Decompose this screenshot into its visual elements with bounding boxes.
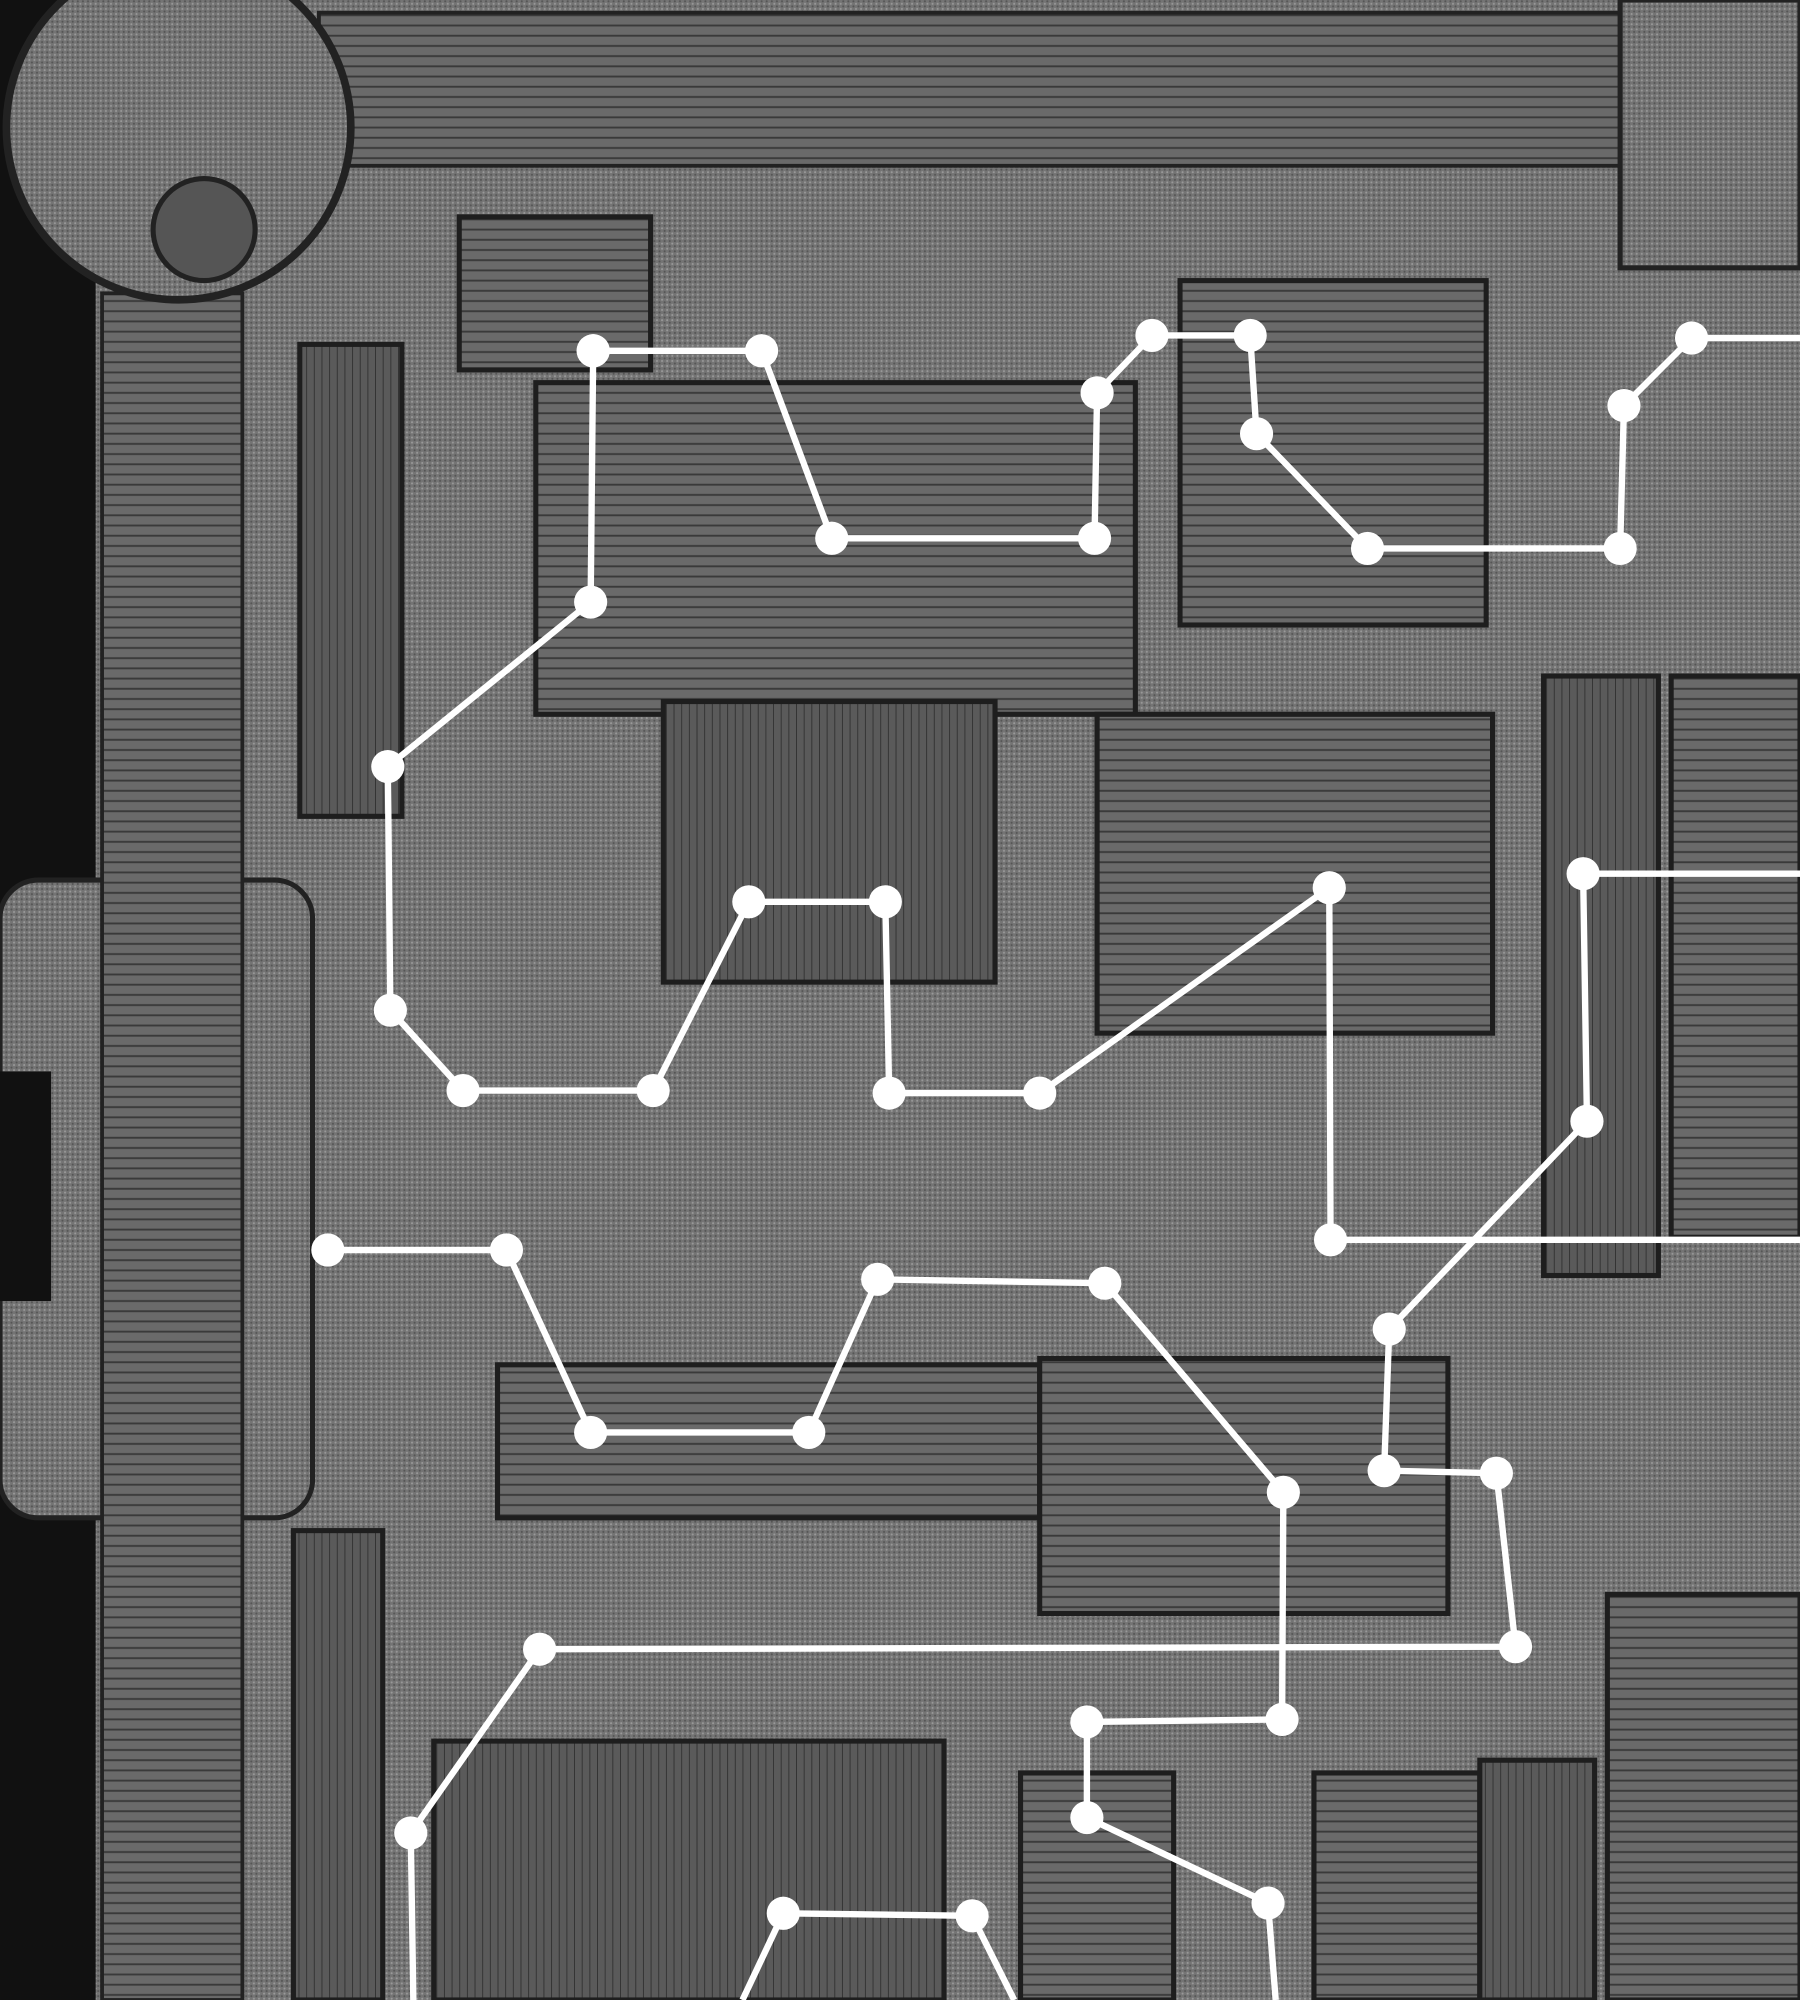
route-node (1603, 531, 1637, 566)
round-tower (2, 0, 355, 304)
route-node (636, 1073, 670, 1108)
building (431, 1738, 947, 2000)
route-node (955, 1899, 989, 1933)
route-node (815, 521, 849, 555)
route-node (574, 1415, 608, 1449)
route-line (407, 870, 1800, 2000)
route-node (1080, 376, 1114, 410)
route-node (1265, 1702, 1299, 1736)
building (1541, 673, 1661, 1279)
north-wall (317, 10, 1635, 168)
route-node (868, 885, 902, 919)
building (660, 698, 998, 985)
route-node (1313, 1223, 1348, 1257)
route-node (872, 1076, 906, 1110)
route-node (861, 1262, 895, 1296)
route-node (1566, 857, 1600, 891)
route-node (792, 1415, 826, 1449)
route-node (745, 334, 779, 368)
route-node (732, 885, 766, 919)
route-node (1607, 389, 1641, 423)
route-node (1077, 521, 1112, 555)
route-node (446, 1073, 480, 1108)
building (1668, 673, 1800, 1240)
route-node (311, 1233, 345, 1267)
west-wall (100, 291, 245, 2000)
route-node (1479, 1456, 1513, 1490)
building (1604, 1591, 1800, 2000)
route-line (327, 1246, 1287, 2000)
route-node (1367, 1454, 1401, 1488)
building (290, 1528, 386, 2000)
route-node (1070, 1801, 1104, 1835)
route-node (576, 334, 610, 368)
route-node (1372, 1312, 1406, 1346)
route-node (766, 1896, 800, 1930)
route-node (1070, 1705, 1104, 1739)
route-node (373, 993, 407, 1027)
route-node (574, 585, 608, 619)
route-node (1233, 318, 1267, 353)
tower-stair (150, 176, 258, 284)
route-node (1088, 1266, 1122, 1300)
route-node (1023, 1076, 1057, 1110)
route-node (1251, 1886, 1285, 1920)
building (1094, 711, 1496, 1036)
route-node (1674, 321, 1709, 355)
route-node (489, 1233, 524, 1267)
route-node (1135, 318, 1169, 353)
route-node (1266, 1475, 1300, 1509)
north-east-tower (1617, 0, 1800, 271)
route-node (1239, 417, 1274, 451)
route-node (394, 1816, 428, 1850)
route-node (1312, 871, 1346, 905)
route-node (371, 750, 405, 784)
building (297, 341, 405, 819)
building (1311, 1770, 1483, 2000)
route-line (739, 1910, 1018, 2000)
route-node (1350, 531, 1385, 566)
route-node (1570, 1104, 1604, 1138)
gate-opening (0, 1071, 52, 1302)
route-node (1498, 1630, 1533, 1664)
route-node (523, 1632, 557, 1666)
building (1477, 1757, 1598, 2000)
building (456, 214, 654, 373)
route-network (311, 318, 1800, 2000)
